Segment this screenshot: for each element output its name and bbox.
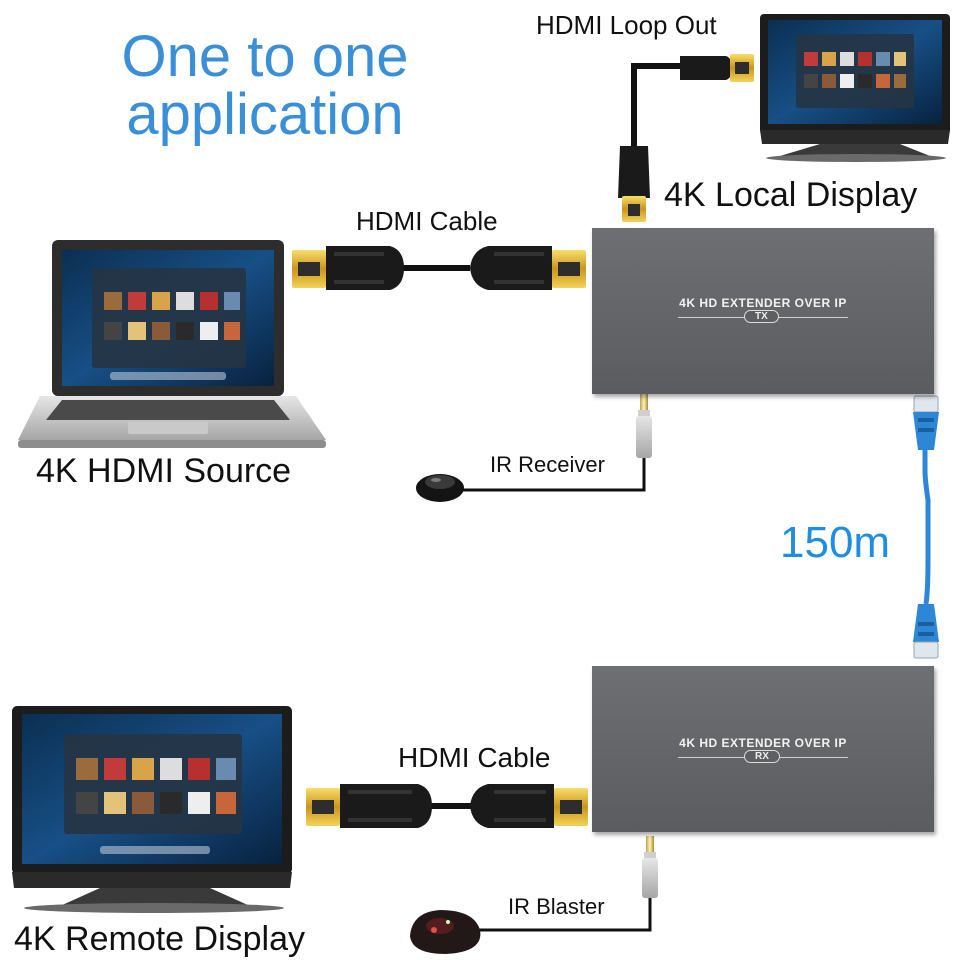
tx-extender-box: 4K HD EXTENDER OVER IP TX <box>592 228 934 394</box>
hdmi-cable-top-label: HDMI Cable <box>356 206 498 236</box>
ir-blaster-cable <box>410 836 658 954</box>
hdmi-plug-icon <box>618 146 650 222</box>
hdmi-loop-out-label: HDMI Loop Out <box>536 10 717 40</box>
hdmi-plug-icon <box>470 246 586 290</box>
hdmi-cable-bottom <box>306 784 588 828</box>
ir-blaster-label: IR Blaster <box>508 894 605 919</box>
title-line-2: application <box>126 82 404 147</box>
hdmi-cable-bottom-label: HDMI Cable <box>398 742 551 773</box>
local-display-label: 4K Local Display <box>664 176 918 214</box>
tx-box-tag: TX <box>744 310 779 323</box>
distance-label: 150m <box>780 518 891 567</box>
hdmi-loop-out-cable <box>618 54 754 222</box>
ir-receiver-cable <box>416 394 652 502</box>
cat-cable <box>913 395 939 659</box>
ir-receiver-icon <box>416 474 464 502</box>
hdmi-source-label: 4K HDMI Source <box>36 452 292 490</box>
rx-box-title: 4K HD EXTENDER OVER IP <box>679 736 847 750</box>
diagram-title: One to one application <box>90 28 440 144</box>
rj45-plug-icon <box>913 604 939 659</box>
hdmi-plug-icon <box>292 246 404 290</box>
title-line-1: One to one <box>121 24 409 89</box>
local-monitor-icon <box>760 14 950 162</box>
hdmi-cable-top <box>292 246 586 290</box>
hdmi-plug-icon <box>470 784 588 828</box>
laptop-icon <box>18 240 326 448</box>
hdmi-plug-icon <box>680 54 754 82</box>
rj45-plug-icon <box>913 395 939 450</box>
ir-receiver-label: IR Receiver <box>490 452 605 477</box>
audio-jack-icon <box>642 836 658 898</box>
tx-box-title: 4K HD EXTENDER OVER IP <box>679 296 847 310</box>
rx-extender-box: 4K HD EXTENDER OVER IP RX <box>592 666 934 832</box>
hdmi-plug-icon <box>306 784 432 828</box>
rx-box-tag: RX <box>744 750 780 763</box>
ir-blaster-icon <box>410 910 481 954</box>
remote-monitor-icon <box>12 706 292 913</box>
remote-display-label: 4K Remote Display <box>14 920 306 958</box>
audio-jack-icon <box>636 394 652 458</box>
